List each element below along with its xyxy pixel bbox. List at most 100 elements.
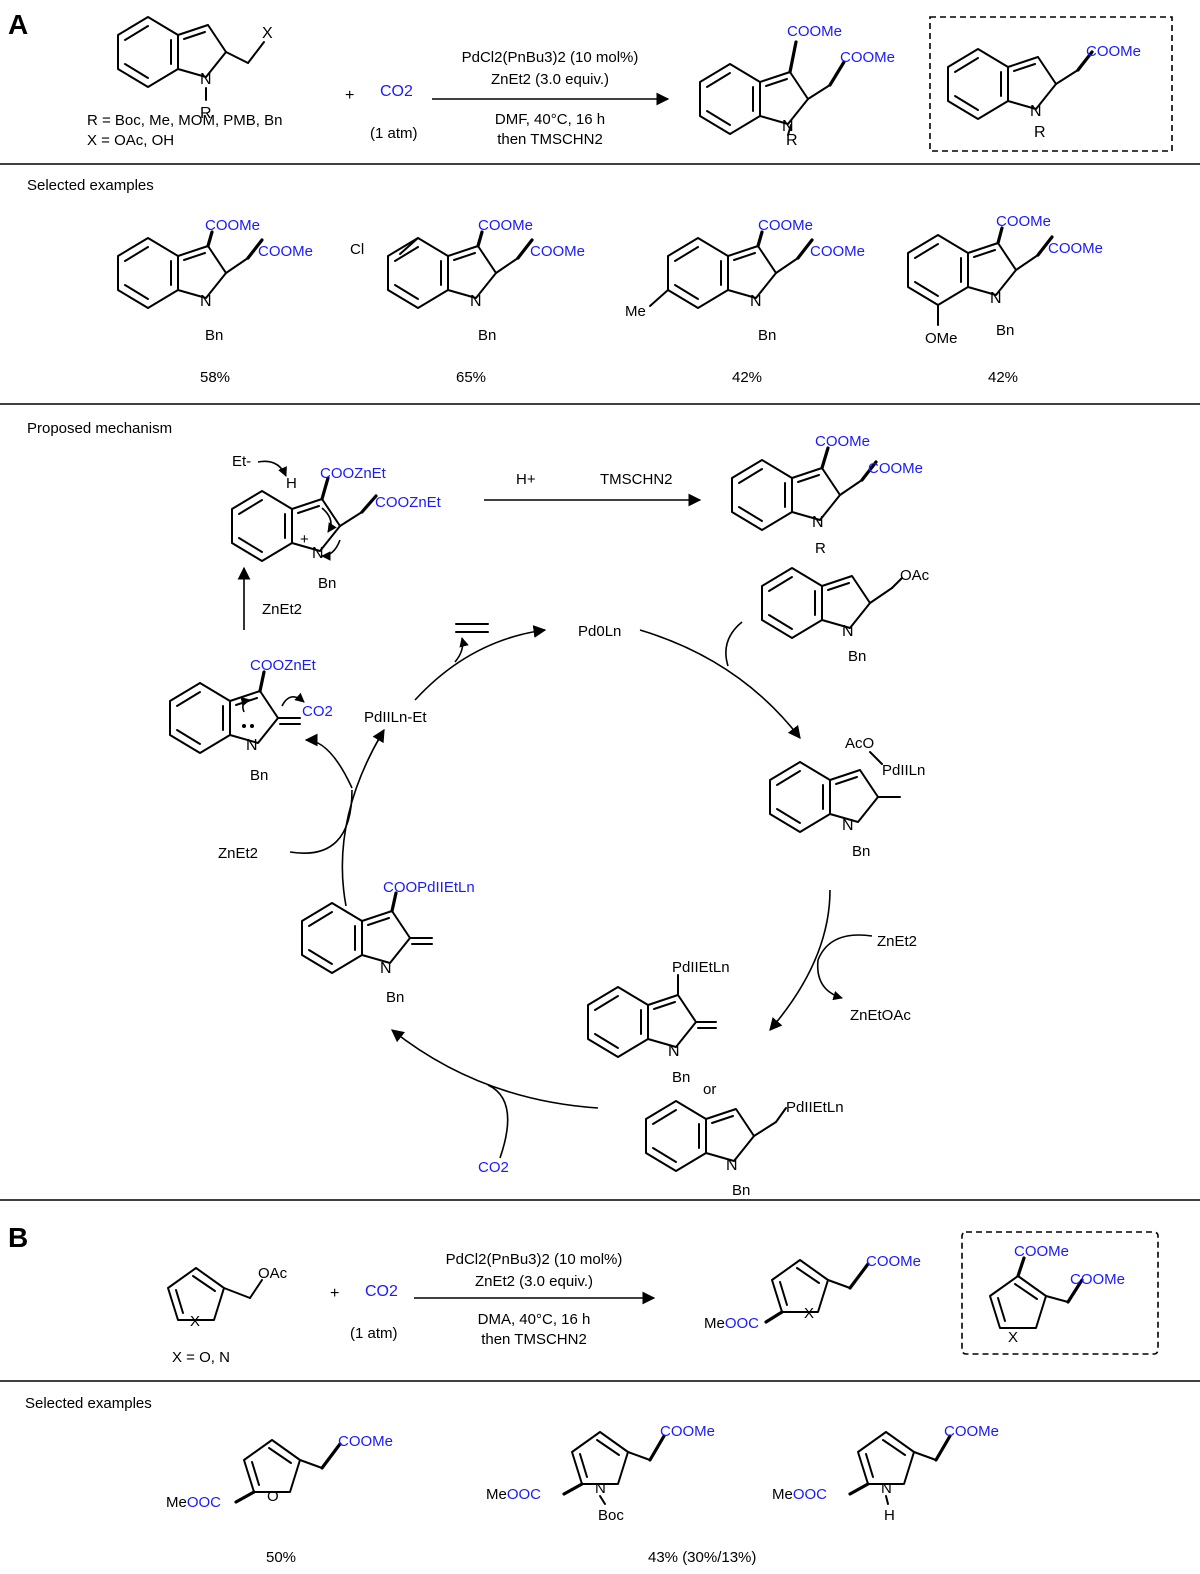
svg-text:COOMe: COOMe xyxy=(258,243,313,260)
svg-text:COOMe: COOMe xyxy=(758,217,813,234)
svg-text:COOZnEt: COOZnEt xyxy=(250,657,317,674)
svg-text:COOMe: COOMe xyxy=(530,243,585,260)
mech-carboxylate-pd: COOPdIIEtLn N Bn xyxy=(302,879,475,1006)
svg-text:Bn: Bn xyxy=(732,1182,750,1199)
sm-r-definition: R = Boc, Me, MOM, PMB, Bn xyxy=(87,112,282,129)
svg-text:H: H xyxy=(286,475,297,492)
svg-text:N: N xyxy=(990,290,1002,307)
svg-text:N: N xyxy=(750,293,762,310)
svg-text:MeOOC: MeOOC xyxy=(486,1486,541,1503)
panel-b-example-3: COOMe MeOOC N H xyxy=(772,1423,999,1524)
example-2-yield: 65% xyxy=(456,369,486,386)
mech-znet2-mid: ZnEt2 xyxy=(218,845,258,862)
svg-text:N: N xyxy=(595,1480,606,1497)
svg-text:COOMe: COOMe xyxy=(205,217,260,234)
mech-final-product: COOMe COOMe N R xyxy=(732,433,923,557)
prod-coome-2: COOMe xyxy=(840,49,895,66)
mech-zwitterion-intermediate: Et- H COOZnEt COOZnEt + N Bn xyxy=(232,453,442,592)
svg-text:COOMe: COOMe xyxy=(815,433,870,450)
sm-x-definition: X = OAc, OH xyxy=(87,132,174,149)
svg-text:N: N xyxy=(380,960,392,977)
mechanism-label: Proposed mechanism xyxy=(27,420,172,437)
box-r-label: R xyxy=(1034,124,1046,141)
panel-a-selected-examples-label: Selected examples xyxy=(27,177,154,194)
mech-znetoac: ZnEtOAc xyxy=(850,1007,911,1024)
svg-text:X: X xyxy=(1008,1329,1018,1346)
svg-text:COOPdIIEtLn: COOPdIIEtLn xyxy=(383,879,475,896)
svg-text:OAc: OAc xyxy=(258,1265,288,1282)
panel-b-example-1: COOMe MeOOC O 50% xyxy=(166,1433,393,1566)
mech-znet2-left: ZnEt2 xyxy=(262,601,302,618)
svg-text:N: N xyxy=(246,737,258,754)
svg-text:Bn: Bn xyxy=(250,767,268,784)
cond-catalyst: PdCl2(PnBu3)2 (10 mol%) xyxy=(462,49,639,66)
svg-text:N: N xyxy=(668,1043,680,1060)
panel-b-co2: CO2 xyxy=(365,1283,398,1300)
svg-text:MeOOC: MeOOC xyxy=(704,1315,759,1332)
example-1-yield: 58% xyxy=(200,369,230,386)
prod-coome-3: COOMe xyxy=(787,23,842,40)
svg-text:COOMe: COOMe xyxy=(1048,240,1103,257)
svg-text:Bn: Bn xyxy=(996,322,1014,339)
co2-reagent: CO2 xyxy=(380,83,413,100)
box-coome: COOMe xyxy=(1086,43,1141,60)
panel-b-cond-catalyst: PdCl2(PnBu3)2 (10 mol%) xyxy=(446,1251,623,1268)
mech-znet2-right: ZnEt2 xyxy=(877,933,917,950)
svg-text:H: H xyxy=(884,1507,895,1524)
prod-n-label: N xyxy=(782,118,794,135)
svg-text:X: X xyxy=(804,1305,814,1322)
sm-r-label: R xyxy=(200,105,212,122)
svg-text:Boc: Boc xyxy=(598,1507,624,1524)
mech-ene-intermediate: COOZnEt CO2 N Bn xyxy=(170,657,333,784)
svg-text:PdIIEtLn: PdIIEtLn xyxy=(786,1099,844,1116)
svg-text:R: R xyxy=(815,540,826,557)
mech-pd-et: PdIILn-Et xyxy=(364,709,427,726)
example-2-cl: Cl xyxy=(350,241,364,258)
svg-text:MeOOC: MeOOC xyxy=(166,1494,221,1511)
svg-text:N: N xyxy=(726,1157,738,1174)
svg-text:MeOOC: MeOOC xyxy=(772,1486,827,1503)
svg-text:COOMe: COOMe xyxy=(1070,1271,1125,1288)
mech-pd0: Pd0Ln xyxy=(578,623,621,640)
svg-text:Bn: Bn xyxy=(478,327,496,344)
example-4: OMe COOMe COOMe N Bn 42% xyxy=(908,213,1103,386)
svg-text:Bn: Bn xyxy=(318,575,336,592)
example-4-yield: 42% xyxy=(988,369,1018,386)
svg-text:COOMe: COOMe xyxy=(338,1433,393,1450)
svg-text:COOMe: COOMe xyxy=(866,1253,921,1270)
sm-x-label: X xyxy=(262,25,273,42)
mech-co2-bottom: CO2 xyxy=(478,1159,509,1176)
et-anion: Et- xyxy=(232,453,251,470)
svg-text:+: + xyxy=(300,531,309,548)
panel-a-box-structure: COOMe N R xyxy=(948,43,1141,141)
panel-b-example-2-yield: 43% (30%/13%) xyxy=(648,1549,756,1566)
svg-text:OAc: OAc xyxy=(900,567,930,584)
svg-text:Bn: Bn xyxy=(672,1069,690,1086)
svg-text:AcO: AcO xyxy=(845,735,874,752)
example-4-ome: OMe xyxy=(925,330,958,347)
panel-a-product: COOMe COOMe N R xyxy=(700,23,895,149)
co2-pressure: (1 atm) xyxy=(370,125,418,142)
svg-text:N: N xyxy=(881,1480,892,1497)
panel-b-cond-zinc: ZnEt2 (3.0 equiv.) xyxy=(475,1273,593,1290)
svg-text:CO2: CO2 xyxy=(302,703,333,720)
panel-b-box-structure: COOMe COOMe X xyxy=(989,1243,1125,1346)
svg-text:N: N xyxy=(812,514,824,531)
svg-text:N: N xyxy=(200,293,212,310)
mech-h-plus: H+ xyxy=(516,471,536,488)
svg-text:COOMe: COOMe xyxy=(868,460,923,477)
example-2: Cl COOMe COOMe N Bn 65% xyxy=(350,217,585,386)
panel-b-example-2: COOMe MeOOC N Boc 43% (30%/13%) xyxy=(486,1423,756,1566)
panel-b-selected-examples-label: Selected examples xyxy=(25,1395,152,1412)
svg-text:PdIIEtLn: PdIIEtLn xyxy=(672,959,730,976)
example-3-me: Me xyxy=(625,303,646,320)
svg-text:N: N xyxy=(312,545,324,562)
svg-text:COOMe: COOMe xyxy=(810,243,865,260)
mech-allyl-pd: AcO PdIILn N Bn xyxy=(770,735,925,860)
svg-text:COOZnEt: COOZnEt xyxy=(320,465,387,482)
panel-b-product: COOMe MeOOC X xyxy=(704,1253,921,1332)
panel-a-label: A xyxy=(8,9,28,40)
example-1: COOMe COOMe N Bn 58% xyxy=(118,217,313,386)
mech-or: or xyxy=(703,1081,716,1098)
